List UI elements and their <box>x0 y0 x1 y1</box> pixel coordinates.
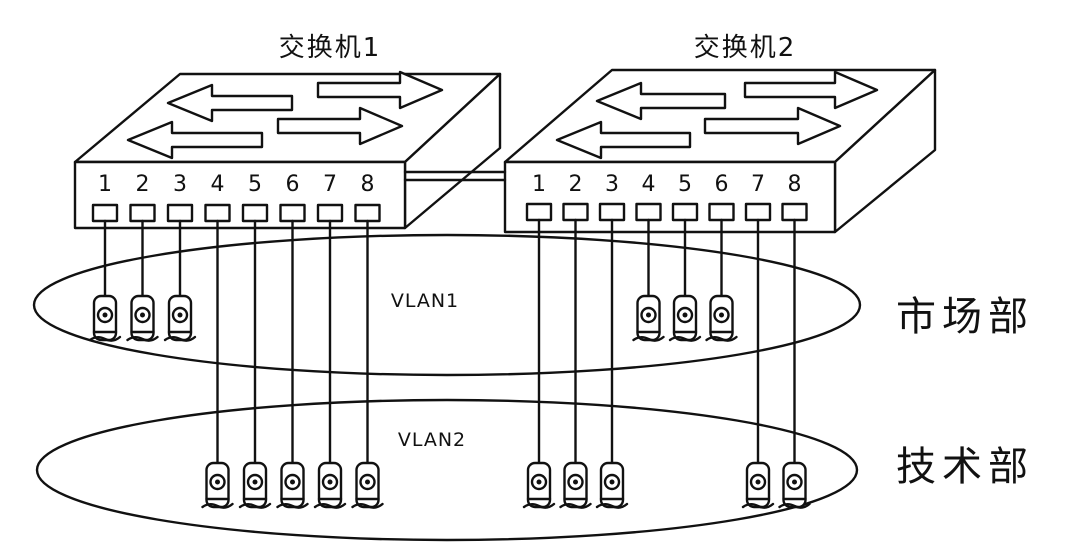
vlan1-ellipse <box>32 233 862 377</box>
switch-1-arrows <box>126 70 444 160</box>
switch-2-port-4 <box>635 202 662 222</box>
switch-1-port-5-number: 5 <box>248 172 262 197</box>
switch-1-port-5-pc-icon <box>238 461 272 509</box>
switch-1-port-4 <box>204 203 231 223</box>
switch-1-title: 交换机1 <box>279 33 382 63</box>
switch-2-port-5-pc-icon <box>668 294 702 342</box>
switch-1-port-8 <box>354 203 381 223</box>
switch-2-port-2 <box>562 202 589 222</box>
switch-1-port-3-pc-icon <box>163 294 197 342</box>
switch-2-port-8-number: 8 <box>788 172 802 197</box>
switch-2-port-4-number: 4 <box>642 172 656 197</box>
switch-2-port-6 <box>708 202 735 222</box>
switch-2-port-3-pc-icon <box>595 461 629 509</box>
switch-1-port-7-number: 7 <box>323 172 337 197</box>
switch-2-port-8 <box>781 202 808 222</box>
department-tech: 技术部 <box>896 444 1034 490</box>
switch-1-port-6-number: 6 <box>286 172 300 197</box>
switch-1-port-8-pc-icon <box>351 461 384 509</box>
switch-1-port-2 <box>129 203 156 223</box>
switch-2-port-7-number: 7 <box>751 172 765 197</box>
switch-1-port-5 <box>241 203 269 223</box>
switch-2-port-1 <box>525 202 553 222</box>
switch-2-port-2-pc-icon <box>559 461 592 509</box>
switch-1-port-6 <box>279 203 306 223</box>
switch-2-port-2-number: 2 <box>569 172 583 197</box>
switch-2 <box>503 68 937 234</box>
switch-2-port-1-number: 1 <box>532 172 546 197</box>
switch-2-port-4-pc-icon <box>632 294 665 342</box>
switch-2-port-1-pc-icon <box>522 461 556 509</box>
switch-1-port-4-pc-icon <box>201 461 234 509</box>
switch-2-port-3 <box>598 202 626 222</box>
switch-2-port-6-number: 6 <box>715 172 729 197</box>
switch-2-port-5 <box>671 202 699 222</box>
switch-1-port-1 <box>91 203 119 223</box>
switch-1-port-7-pc-icon <box>313 461 347 509</box>
switch-2-port-6-pc-icon <box>705 294 738 342</box>
switch-1-port-8-number: 8 <box>361 172 375 197</box>
switch-2-port-5-number: 5 <box>678 172 692 197</box>
department-marketing: 市场部 <box>896 294 1034 340</box>
switch-2-port-7 <box>744 202 772 222</box>
switch-2-arrows <box>555 70 879 160</box>
switch-2-title: 交换机2 <box>694 33 797 63</box>
switch-2-port-7-pc-icon <box>741 461 775 509</box>
switch-1-port-1-pc-icon <box>88 294 122 342</box>
trunk-link <box>403 170 507 182</box>
switch-2-port-3-number: 3 <box>605 172 619 197</box>
vlan2-ellipse <box>35 398 859 542</box>
vlan1-label: VLAN1 <box>391 290 459 312</box>
switch-1-port-2-number: 2 <box>136 172 150 197</box>
switch-1-port-2-pc-icon <box>126 294 159 342</box>
vlan2-label: VLAN2 <box>398 429 466 451</box>
switch-1-port-1-number: 1 <box>98 172 112 197</box>
switch-2-port-8-pc-icon <box>778 461 811 509</box>
switch-1 <box>73 70 502 230</box>
switch-1-port-7 <box>316 203 344 223</box>
switch-1-port-6-pc-icon <box>276 461 309 509</box>
switch-1-port-3-number: 3 <box>173 172 187 197</box>
switch-1-port-4-number: 4 <box>211 172 225 197</box>
switch-1-port-3 <box>166 203 194 223</box>
